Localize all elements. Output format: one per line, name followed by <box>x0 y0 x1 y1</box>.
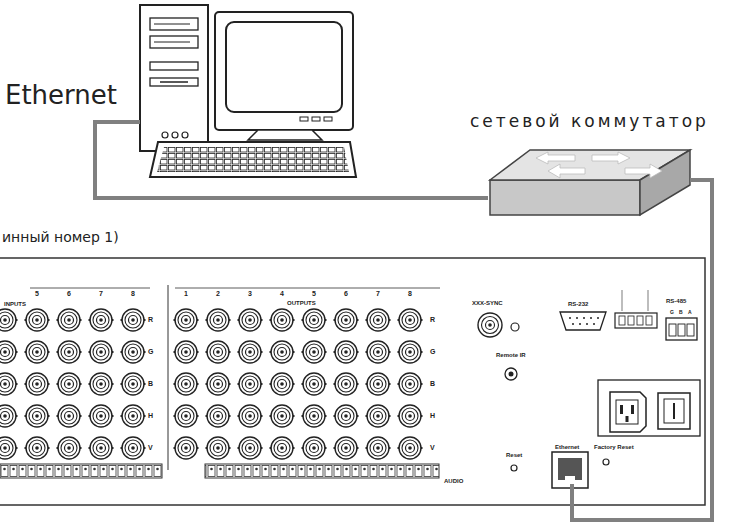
panel-label: Ethernet <box>555 444 579 450</box>
panel-label: G <box>148 348 153 355</box>
panel-label: 8 <box>408 290 412 297</box>
computer-node: Ethernet <box>140 2 355 180</box>
panel-label: B <box>679 310 683 315</box>
panel-label: H <box>430 412 435 419</box>
panel-label: 4 <box>280 290 284 297</box>
network-switch: сетевой коммутатор <box>488 110 690 218</box>
panel-label: 1 <box>184 290 188 297</box>
matrix-rear-panel <box>0 258 705 506</box>
panel-label: INPUTS <box>4 301 26 307</box>
ethernet-cable <box>572 180 712 520</box>
node-label: Ethernet <box>5 82 117 108</box>
panel-label: B <box>430 380 435 387</box>
panel-label: AUDIO <box>444 478 463 484</box>
node-label: инный номер 1) <box>2 230 119 244</box>
panel-label: 3 <box>248 290 252 297</box>
network-switch-box <box>490 150 690 215</box>
node-label: сетевой коммутатор <box>470 113 709 130</box>
computer <box>140 5 356 177</box>
panel-label: V <box>430 444 435 451</box>
panel-label: Reset <box>506 452 522 458</box>
panel-label: 7 <box>376 290 380 297</box>
panel-label: OUTPUTS <box>287 300 316 306</box>
panel-label: 2 <box>216 290 220 297</box>
panel-label: Remote IR <box>496 352 526 358</box>
panel-label: 6 <box>67 290 71 297</box>
matrix-rear-panel: инный номер 1) <box>0 228 706 506</box>
panel-label: H <box>148 412 153 419</box>
panel-label: R <box>430 316 435 323</box>
panel-label: 6 <box>344 290 348 297</box>
panel-label: XXX-SYNC <box>472 300 503 306</box>
panel-label: G <box>670 310 674 315</box>
panel-label: 5 <box>35 290 39 297</box>
panel-label: B <box>148 380 153 387</box>
panel-label: 5 <box>312 290 316 297</box>
panel-label: RS-485 <box>666 298 686 304</box>
panel-label: G <box>430 348 435 355</box>
panel-label: R <box>148 316 153 323</box>
panel-label: 7 <box>99 290 103 297</box>
panel-label: V <box>148 444 153 451</box>
panel-label: 8 <box>131 290 135 297</box>
panel-label: RS-232 <box>568 301 588 307</box>
panel-label: Factory Reset <box>594 444 634 450</box>
ethernet-cable <box>95 122 488 198</box>
panel-label: A <box>688 310 692 315</box>
